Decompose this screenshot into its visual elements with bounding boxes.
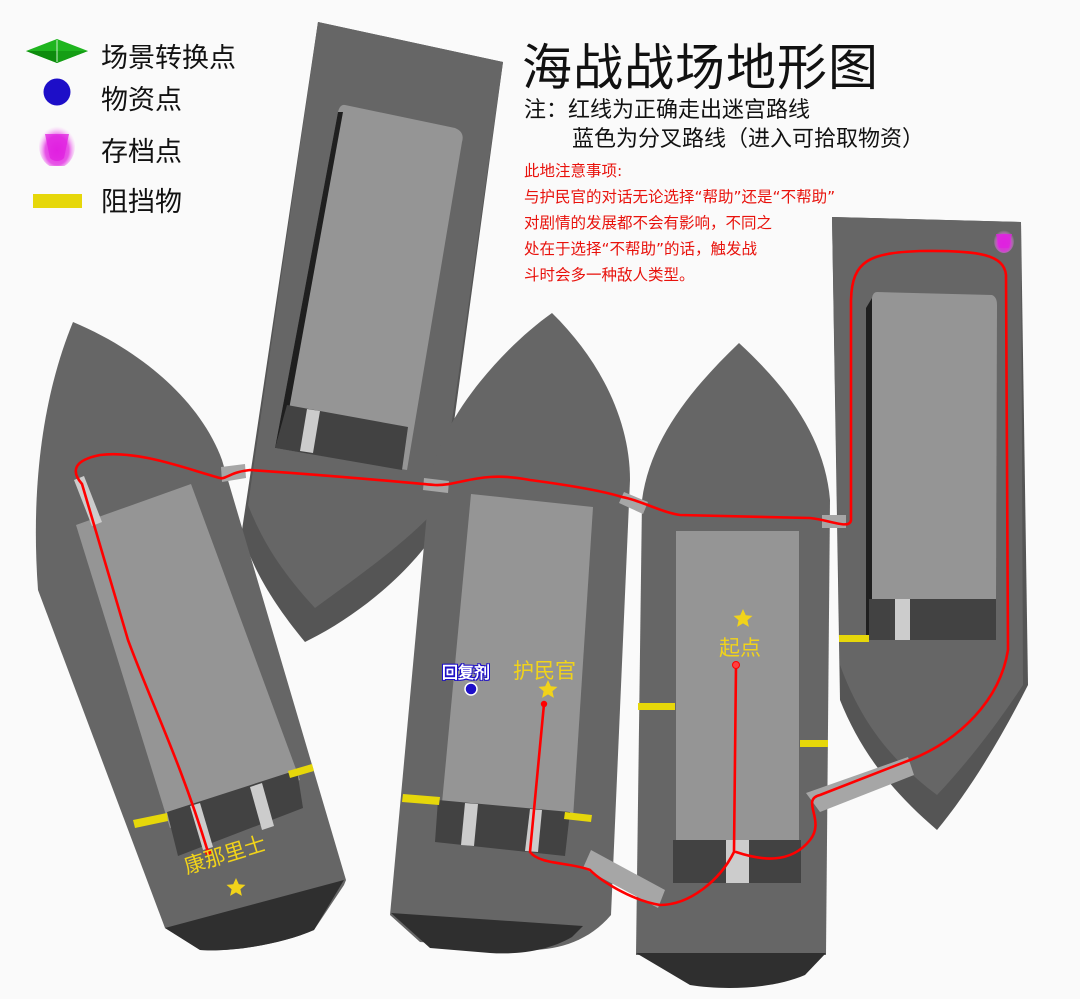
legend-item-supply-point: 物资点: [24, 74, 284, 116]
ship-left: [35, 322, 347, 951]
obstacle-icon: [133, 813, 168, 828]
obstacle-icon: [33, 194, 82, 208]
supply-point-potion[interactable]: [464, 682, 478, 696]
label-start: 起点: [719, 636, 761, 660]
obstacle-icon: [402, 794, 440, 805]
save-point-map[interactable]: [994, 229, 1014, 253]
scene-transition-icon: [26, 39, 88, 63]
legend-item-obstacle: 阻挡物: [24, 176, 284, 218]
legend-item-save-point: 存档点: [24, 126, 284, 168]
warning-heading: 此地注意事项:: [524, 162, 623, 180]
obstacles: [133, 635, 869, 828]
route-endpoints: [204, 661, 740, 856]
correct-route: [74, 249, 1010, 907]
obstacle-icon: [564, 812, 592, 822]
legend-item-scene-transition: 场景转换点: [24, 32, 284, 74]
star-start-icon: [733, 609, 753, 627]
note-red-route: 注：红线为正确走出迷宫路线: [524, 98, 811, 123]
legend-label: 物资点: [101, 85, 182, 116]
warning-line: 处在于选择“不帮助”的话，触发战: [524, 240, 758, 258]
star-konnari-icon: [226, 878, 246, 896]
ship-start: [636, 343, 830, 988]
route-segment: [74, 249, 1010, 860]
warning-block: 此地注意事项: 与护民官的对话无论选择“帮助”还是“不帮助” 对剧情的发展都不会…: [524, 158, 835, 288]
obstacle-icon: [839, 635, 869, 642]
legend-label: 场景转换点: [101, 43, 236, 74]
ship-right: [832, 217, 1028, 830]
map-title: 海战战场地形图: [522, 39, 879, 97]
legend-label: 阻挡物: [101, 187, 182, 218]
save-point-icon: [39, 126, 75, 166]
supply-point-icon: [43, 78, 71, 106]
label-potion: 回复剂: [442, 663, 491, 682]
warning-line: 与护民官的对话无论选择“帮助”还是“不帮助”: [524, 188, 836, 206]
warning-line: 对剧情的发展都不会有影响，不同之: [524, 214, 773, 232]
warning-line: 斗时会多一种敌人类型。: [524, 266, 695, 284]
gangway-3-4-lower: [583, 850, 665, 908]
route-segment: [528, 663, 738, 907]
legend-label: 存档点: [101, 137, 182, 168]
obstacle-icon: [288, 764, 314, 778]
label-tribune: 护民官: [513, 659, 576, 683]
note-blue-route: 蓝色为分叉路线（进入可拾取物资）: [572, 127, 925, 152]
gangway-4-5-lower: [806, 757, 914, 812]
obstacle-icon: [800, 740, 828, 747]
star-tribune-icon: [538, 680, 558, 698]
ship-middle: [390, 313, 630, 954]
obstacle-icon: [638, 703, 675, 710]
